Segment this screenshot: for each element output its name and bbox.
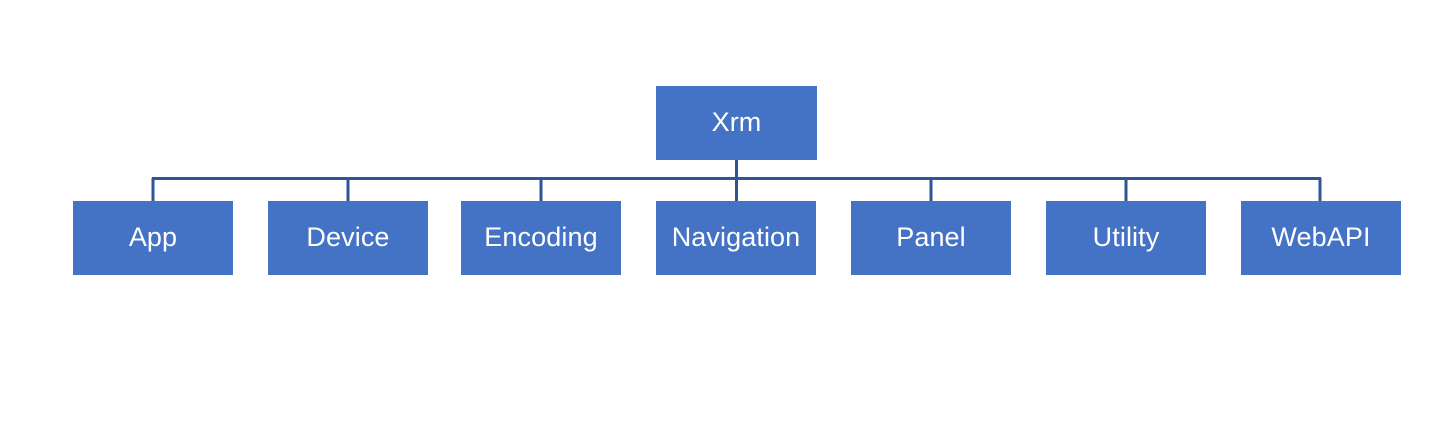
node-label: WebAPI bbox=[1271, 222, 1371, 253]
node-child-navigation[interactable]: Navigation bbox=[656, 201, 816, 275]
node-child-utility[interactable]: Utility bbox=[1046, 201, 1206, 275]
node-label: Navigation bbox=[671, 222, 801, 253]
node-label: App bbox=[128, 222, 178, 253]
node-child-panel[interactable]: Panel bbox=[851, 201, 1011, 275]
node-label: Xrm bbox=[711, 107, 762, 138]
node-label: Device bbox=[306, 222, 390, 253]
node-child-encoding[interactable]: Encoding bbox=[461, 201, 621, 275]
node-child-device[interactable]: Device bbox=[268, 201, 428, 275]
node-label: Encoding bbox=[484, 222, 598, 253]
node-label: Utility bbox=[1092, 222, 1160, 253]
node-child-webapi[interactable]: WebAPI bbox=[1241, 201, 1401, 275]
node-root-xrm[interactable]: Xrm bbox=[656, 86, 817, 160]
node-child-app[interactable]: App bbox=[73, 201, 233, 275]
node-label: Panel bbox=[896, 222, 966, 253]
